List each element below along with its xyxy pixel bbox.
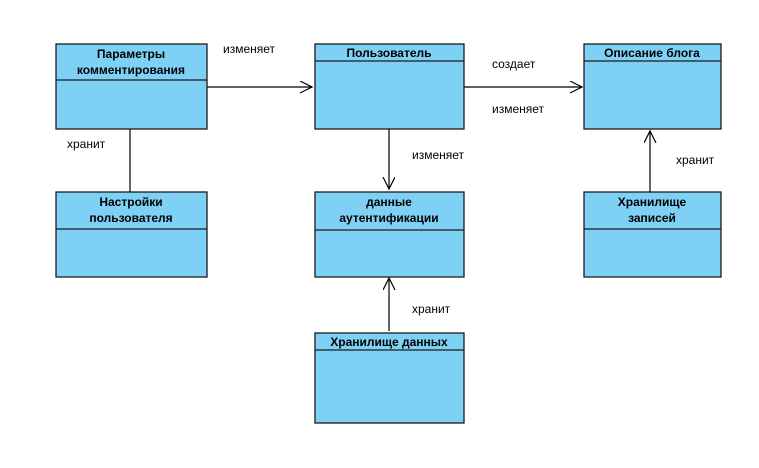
class-user-settings[interactable]: Настройки пользователя (55, 191, 208, 278)
edge-label-records-blog: хранит (676, 153, 715, 167)
class-blog-description[interactable]: Описание блога (583, 43, 722, 130)
edge-label-params-user: изменяет (223, 42, 276, 56)
class-title-line: записей (628, 211, 676, 225)
class-records-storage[interactable]: Хранилище записей (583, 191, 722, 278)
class-title-line: пользователя (89, 211, 172, 225)
class-title-line: комментирования (77, 63, 185, 77)
class-title-line: аутентификации (339, 211, 438, 225)
edge-label-params-settings: хранит (67, 137, 106, 151)
class-title-line: Хранилище (618, 195, 687, 209)
edge-label-user-blog-modifies: изменяет (492, 102, 545, 116)
class-auth-data[interactable]: данные аутентификации (314, 191, 465, 278)
class-title-line: Параметры (97, 47, 165, 61)
edge-label-user-auth: изменяет (412, 148, 465, 162)
class-title-line: Настройки (99, 195, 162, 209)
class-title-line: Описание блога (604, 46, 700, 60)
edge-label-user-blog-creates: создает (492, 57, 536, 71)
class-title-line: данные (366, 195, 412, 209)
class-user[interactable]: Пользователь (314, 43, 465, 130)
class-title-line: Хранилище данных (330, 335, 448, 349)
class-title-line: Пользователь (346, 46, 431, 60)
class-comment-parameters[interactable]: Параметры комментирования (55, 43, 208, 130)
edge-label-datastore-auth: хранит (412, 302, 451, 316)
class-data-storage[interactable]: Хранилище данных (314, 332, 465, 424)
